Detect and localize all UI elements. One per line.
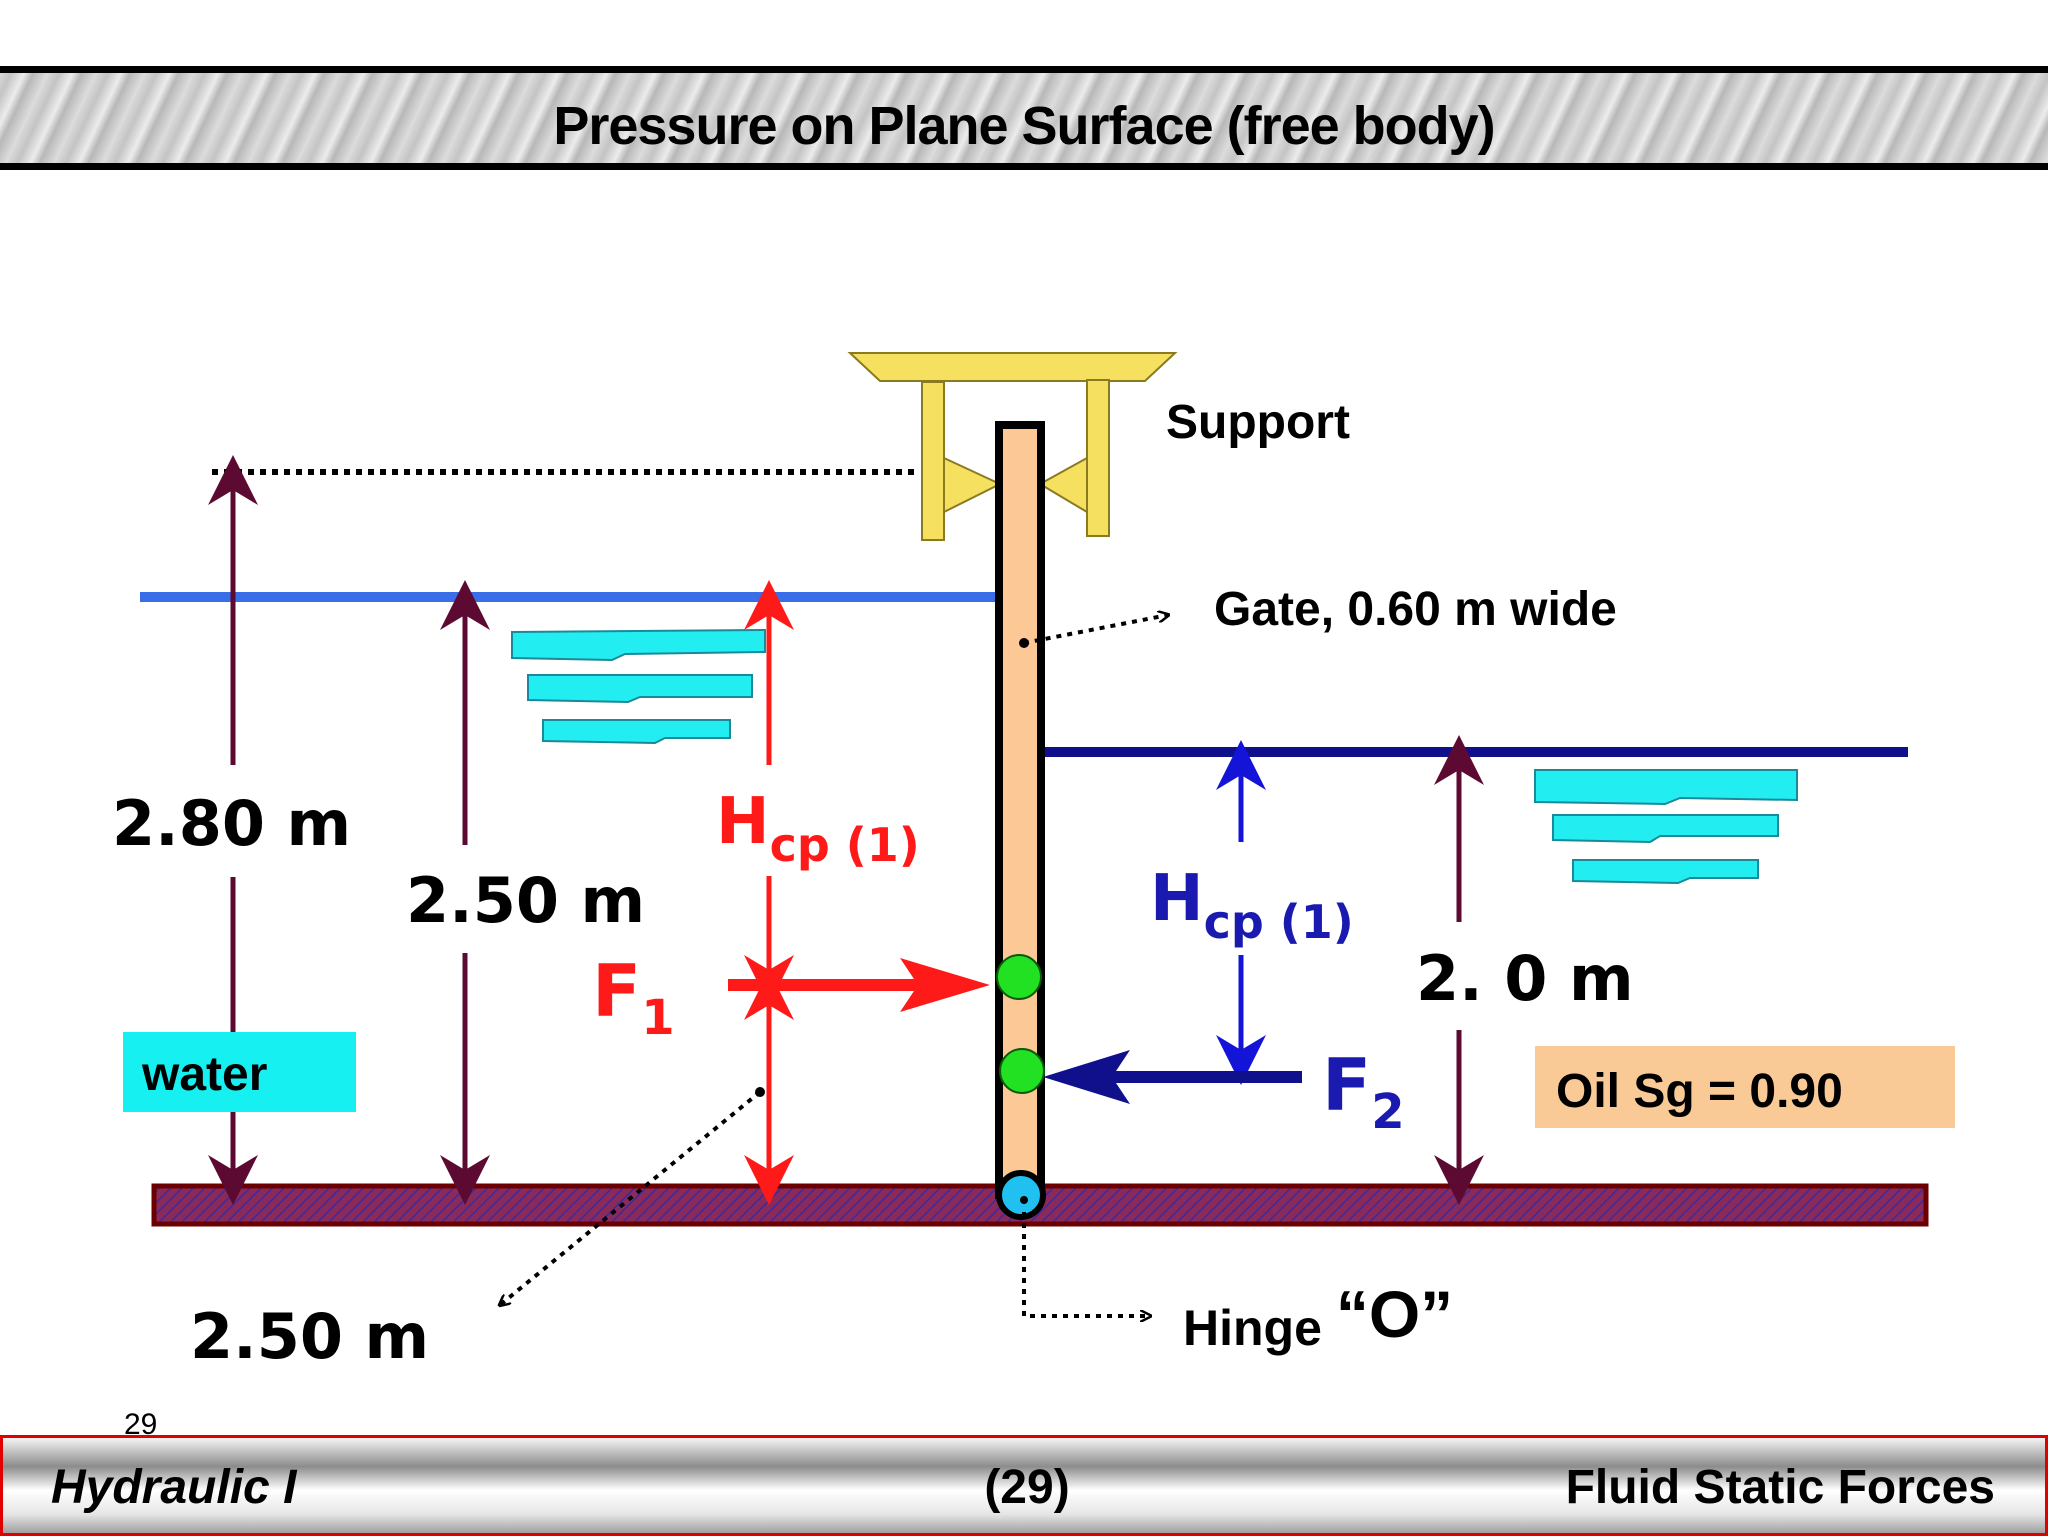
- hcp-right-label: Hcp (1): [1150, 862, 1354, 949]
- hinge-label: Hinge “O”: [1183, 1277, 1453, 1356]
- oil-label: Oil Sg = 0.90: [1556, 1065, 1843, 1118]
- dim-2-80-label: 2.80 m: [112, 787, 351, 860]
- hinge-dot: [1020, 1196, 1028, 1204]
- slide-title: Pressure on Plane Surface (free body): [553, 96, 1495, 156]
- dimension-leader-dot: [755, 1087, 765, 1097]
- dim-2-50-label: 2.50 m: [406, 864, 645, 937]
- f1-force-arrow: [728, 958, 990, 1012]
- hinge-o-label: “O”: [1336, 1277, 1453, 1351]
- f1-main: F: [592, 949, 641, 1033]
- water-label: water: [141, 1048, 267, 1101]
- oil-wave-icon: [1534, 769, 1798, 885]
- oil-label-box: [1535, 1046, 1955, 1128]
- footer-page: (29): [984, 1461, 1070, 1514]
- leader-lines: [500, 615, 1168, 1316]
- support-label: Support: [1166, 396, 1350, 449]
- gate-label: Gate, 0.60 m wide: [1214, 583, 1617, 636]
- footer-topic: Fluid Static Forces: [1565, 1461, 1995, 1514]
- water-wave-icon: [511, 628, 766, 745]
- hinge-text: Hinge: [1183, 1300, 1322, 1356]
- hinge-point: [996, 1170, 1046, 1220]
- dimension-arrows: [208, 455, 1484, 1205]
- cp-point-right: [999, 1048, 1045, 1094]
- footer-course: Hydraulic I: [51, 1461, 297, 1514]
- hcp-left-sub: cp (1): [770, 818, 920, 872]
- f2-label: F2: [1322, 1043, 1405, 1140]
- f1-sub: 1: [641, 990, 674, 1046]
- hcp-right-sub: cp (1): [1204, 895, 1354, 949]
- f1-label: F1: [592, 949, 675, 1046]
- f2-force-arrow: [1043, 1050, 1302, 1104]
- footer-bar: Hydraulic I (29) Fluid Static Forces: [0, 1435, 2048, 1536]
- f2-sub: 2: [1371, 1084, 1404, 1140]
- dim-2-50-bottom-label: 2.50 m: [190, 1300, 429, 1373]
- hcp-left-h: H: [716, 785, 770, 859]
- dim-2-0-label: 2. 0 m: [1416, 942, 1634, 1015]
- f2-main: F: [1322, 1043, 1371, 1127]
- hcp-left-label: Hcp (1): [716, 785, 920, 872]
- cp-point-left: [996, 954, 1042, 1000]
- water-label-box: [123, 1032, 356, 1112]
- hcp-right-h: H: [1150, 862, 1204, 936]
- title-band: Pressure on Plane Surface (free body): [0, 66, 2048, 170]
- support-bracket: [847, 352, 1178, 541]
- gate-leader-dot: [1019, 638, 1029, 648]
